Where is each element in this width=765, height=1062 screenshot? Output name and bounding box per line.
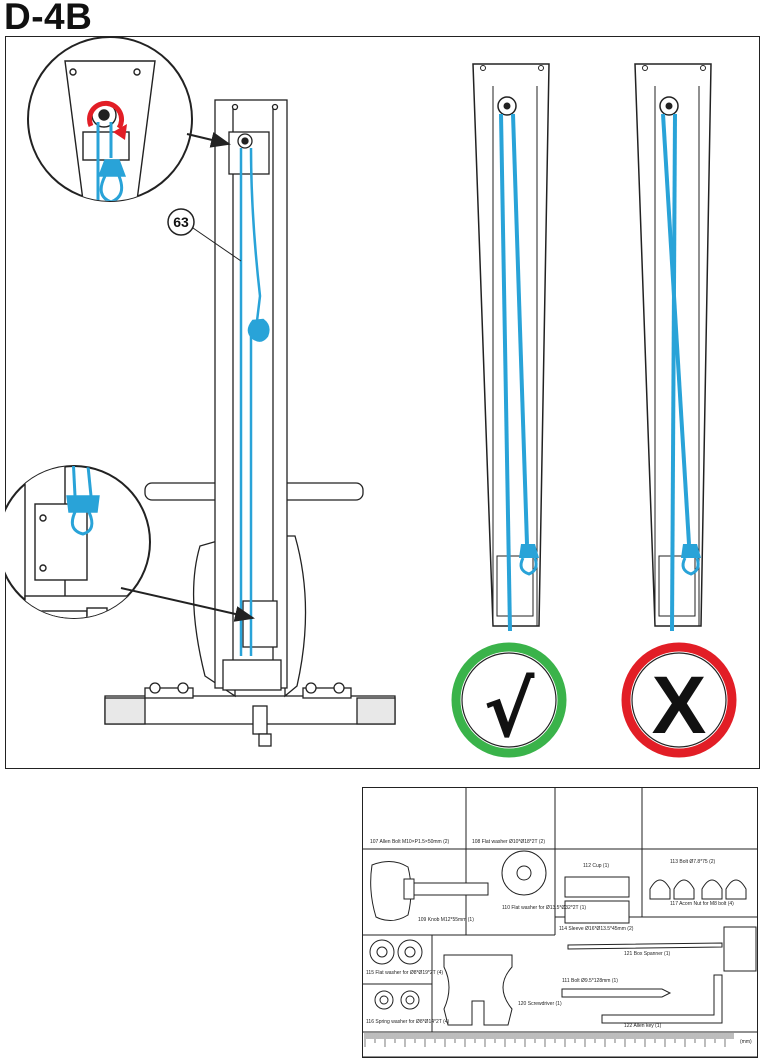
part-label-108: 108 Flat washer Ø10*Ø18*2T (2) (472, 839, 545, 845)
correct-badge: √ (451, 642, 567, 758)
step-title: D-4B (4, 0, 93, 37)
cross-icon: X (652, 660, 707, 751)
detail-arrow-bottom (120, 587, 255, 622)
part-label-115: 115 Flat washer for Ø8*Ø19*2T (4) (366, 970, 443, 976)
part-label-113: 113 Bolt Ø7.8*75 (2) (670, 859, 716, 865)
rail-incorrect-routing (634, 63, 712, 632)
check-icon: √ (484, 665, 535, 754)
screwdriver-icon (561, 988, 672, 998)
part-label-122: 122 Allen key (1) (624, 1023, 662, 1029)
part-label-114: 114 Sleeve Ø16*Ø13.5*45mm (2) (559, 926, 634, 932)
sleeve-icon (564, 900, 630, 924)
parts-labels: 107 Allen Bolt M10×P1.5×50mm (2) 108 Fla… (366, 839, 734, 1029)
part-callout-63: 63 (167, 208, 242, 262)
part-label-120: 120 Screwdriver (1) (518, 1001, 562, 1007)
part-label-107: 107 Allen Bolt M10×P1.5×50mm (2) (370, 839, 450, 845)
wrong-badge: X (621, 642, 737, 758)
parts-drawings (369, 850, 757, 1026)
part-label-111: 111 Bolt Ø9.5*128mm (1) (562, 978, 618, 984)
box-spanner-icon (567, 942, 723, 950)
allen-key-icon (601, 974, 723, 1024)
diagram-frame (5, 36, 760, 769)
rail-correct-routing (472, 63, 550, 632)
part-label-116: 116 Spring washer for Ø8*Ø14*2T (4) (366, 1019, 450, 1025)
detail-arrow-top (186, 132, 231, 148)
parts-list: 107 Allen Bolt M10×P1.5×50mm (2) 108 Fla… (362, 787, 758, 1058)
cup-icon (564, 876, 630, 898)
rotate-arrow-icon (87, 100, 125, 130)
rail-bottom-bracket (242, 600, 278, 648)
part-label-117: 117 Acorn Nut for M8 bolt (4) (670, 901, 734, 907)
zoom-detail-bottom (5, 465, 255, 622)
zoom-detail-top (27, 36, 231, 202)
ruler-unit: (mm) (740, 1039, 752, 1045)
acorn-nut-icons (649, 879, 747, 900)
rail-cable (239, 147, 270, 656)
assembly-diagram: 63 (5, 36, 737, 758)
knob-icon (370, 861, 412, 921)
wrench-icon (443, 954, 513, 1026)
ruler: (mm) (362, 1031, 758, 1058)
part-label-112: 112 Cup (1) (583, 863, 609, 869)
part-label-110: 110 Flat washer for Ø13.5*Ø32*2T (1) (502, 905, 586, 911)
callout-number: 63 (173, 214, 189, 230)
part-label-121: 121 Box Spanner (1) (624, 951, 670, 957)
bolt-icon (411, 882, 489, 896)
part-label-109: 109 Knob M12*55mm (1) (418, 917, 474, 923)
rower-front-base (104, 695, 396, 725)
